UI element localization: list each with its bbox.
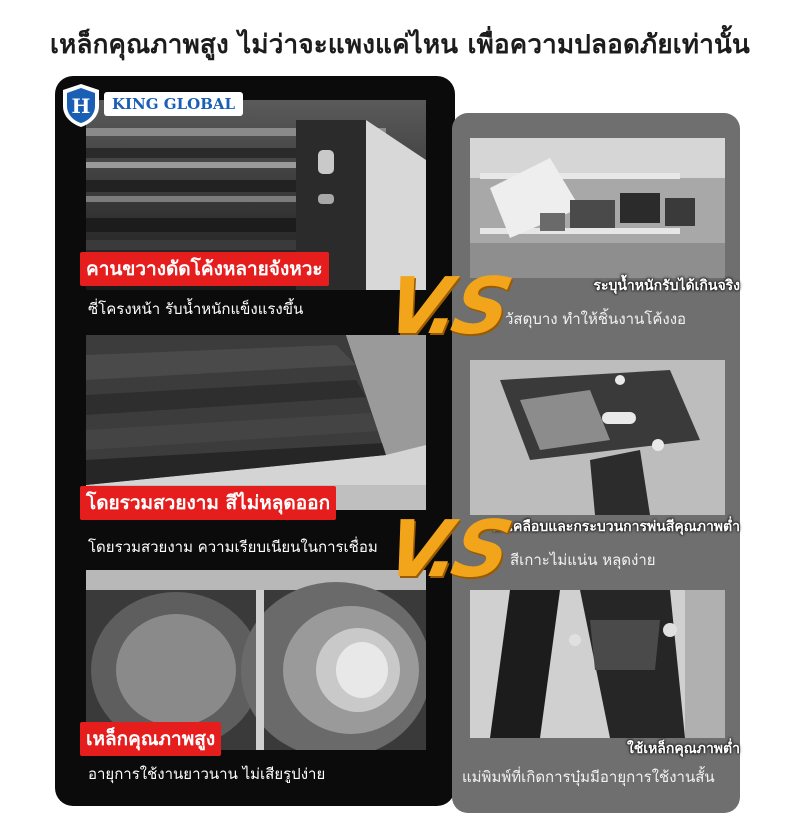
- svg-text:H: H: [72, 94, 91, 118]
- shield-icon: H: [60, 82, 102, 128]
- brand-name: KING GLOBAL: [104, 92, 244, 116]
- peeling-paint-photo: [470, 360, 725, 515]
- low-quality-title-3: ใช้เหล็กคุณภาพต่ำ: [626, 741, 740, 757]
- shelf-underside-photo: [86, 335, 426, 510]
- low-quality-desc-1: วัสดุบาง ทำให้ชิ้นงานโค้งงอ: [505, 310, 687, 328]
- quality-desc-1: ซี่โครงหน้า รับน้ำหนักแข็งแรงขึ้น: [88, 300, 304, 318]
- beam-photo: [86, 100, 426, 290]
- bent-shelf-photo: [470, 138, 725, 278]
- versus-mark-1: V.S: [378, 262, 514, 352]
- quality-desc-3: อายุการใช้งานยาวนาน ไม่เสียรูปง่าย: [88, 765, 326, 783]
- versus-mark-2: V.S: [378, 505, 514, 595]
- quality-title-2: โดยรวมสวยงาม สีไม่หลุดออก: [80, 486, 337, 520]
- dented-steel-photo: [470, 590, 725, 738]
- quality-title-1: คานขวางดัดโค้งหลายจังหวะ: [80, 252, 329, 286]
- low-quality-desc-3: แม่พิมพ์ที่เกิดการบุ๋มมีอายุการใช้งานสั้…: [462, 768, 715, 786]
- low-quality-title-1: ระบุน้ำหนักรับได้เกินจริง: [593, 278, 740, 294]
- page-headline: เหล็กคุณภาพสูง ไม่ว่าจะแพงแค่ไหน เพื่อคว…: [50, 30, 750, 60]
- low-quality-title-2: ผงเคลือบและกระบวนการพ่นสีคุณภาพต่ำ: [493, 519, 740, 535]
- steel-coils-photo: [86, 570, 426, 750]
- brand-logo: H KING GLOBAL: [60, 82, 256, 128]
- quality-desc-2: โดยรวมสวยงาม ความเรียบเนียนในการเชื่อม: [88, 538, 378, 556]
- low-quality-desc-2: สีเกาะไม่แน่น หลุดง่าย: [510, 551, 656, 569]
- quality-title-3: เหล็กคุณภาพสูง: [80, 722, 222, 756]
